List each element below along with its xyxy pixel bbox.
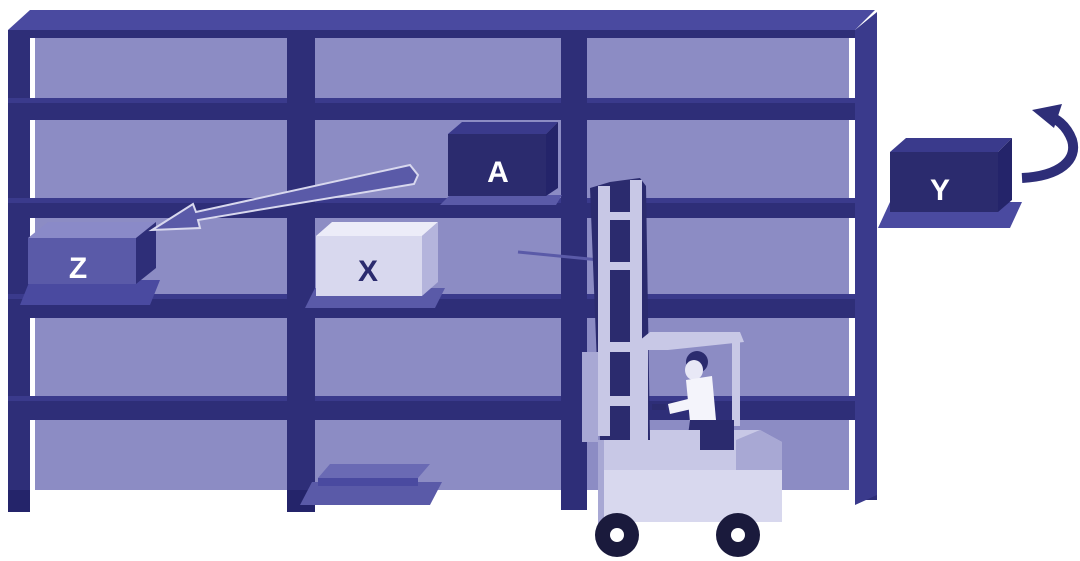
forklift <box>517 178 782 557</box>
box-y: Y <box>878 138 1022 228</box>
box-x-label: X <box>358 255 378 288</box>
move-arrow <box>148 163 420 232</box>
box-a: A <box>440 122 562 205</box>
forklift-mast <box>582 178 650 442</box>
box-z-label: Z <box>69 252 87 285</box>
box-x: X <box>305 222 445 308</box>
box-a-label: A <box>487 156 509 189</box>
forklift-wheels <box>595 513 760 557</box>
forklift-guard <box>628 332 744 440</box>
box-z: Z <box>20 222 160 305</box>
empty-pallet <box>300 464 442 505</box>
box-y-label: Y <box>930 174 950 207</box>
rack-posts <box>287 30 587 510</box>
rotate-arrow-icon <box>1021 104 1079 183</box>
forklift-body <box>598 420 782 530</box>
